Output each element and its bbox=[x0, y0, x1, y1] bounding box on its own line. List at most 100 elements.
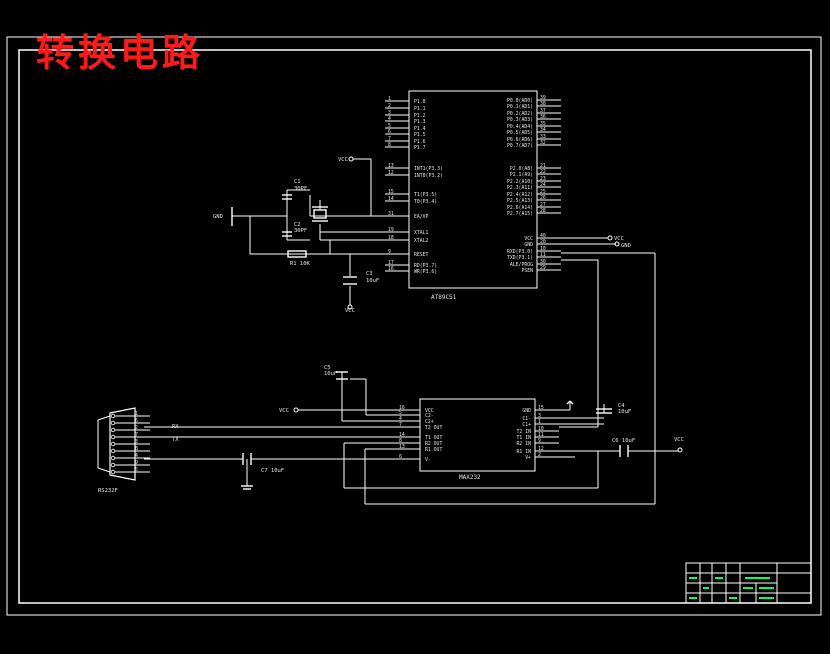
max232-pin-number: 11 bbox=[538, 432, 544, 438]
mcu-pin-label: P0.3(AD3) bbox=[507, 117, 533, 123]
mcu-pin-label: P1.7 bbox=[414, 145, 426, 151]
mcu-pin-label: RD(P3.7) bbox=[414, 263, 437, 269]
mcu-pin-number: 2 bbox=[388, 103, 391, 109]
mcu-pin-label: P0.2(AD2) bbox=[507, 111, 533, 117]
mcu-pin-number: 38 bbox=[540, 101, 546, 107]
max232-pin-label: VCC bbox=[425, 408, 434, 414]
mcu-pin-number: 40 bbox=[540, 233, 546, 239]
mcu-pin-label: P2.5(A13) bbox=[507, 198, 533, 204]
title-block bbox=[685, 562, 812, 604]
mcu-pin-label: T0(P3.4) bbox=[414, 199, 437, 205]
mcu-pin-label: P2.1(A9) bbox=[510, 172, 533, 178]
max232-pin-label: T1 OUT bbox=[425, 435, 442, 441]
db9-pin-socket bbox=[110, 462, 116, 468]
max232-pin-number: 7 bbox=[399, 422, 402, 428]
rx-label: RX bbox=[172, 424, 179, 430]
mcu-pin-number: 4 bbox=[388, 116, 391, 122]
c4-value: 10uF bbox=[618, 409, 631, 415]
mcu-pin-number: 25 bbox=[540, 189, 546, 195]
max232-pin-number: 3 bbox=[538, 413, 541, 419]
max232-pin-number: 10 bbox=[538, 426, 544, 432]
mcu-pin-number: 35 bbox=[540, 121, 546, 127]
mcu-pin-label: P1.0 bbox=[414, 99, 426, 105]
mcu-pin-number: 9 bbox=[388, 249, 391, 255]
mcu-pin-label: P2.0(A8) bbox=[510, 166, 533, 172]
max232-pin-label: C1- bbox=[522, 416, 531, 422]
wires bbox=[144, 158, 679, 505]
mcu-pin-number: 3 bbox=[388, 110, 391, 116]
mcu-pin-number: 16 bbox=[388, 266, 394, 272]
mcu-pin-label: P1.3 bbox=[414, 119, 426, 125]
mcu-pin-number: 8 bbox=[388, 142, 391, 148]
mcu-pin-number: 37 bbox=[540, 108, 546, 114]
max232-pin-number: 2 bbox=[538, 452, 541, 458]
mcu-pin-label: P1.2 bbox=[414, 113, 426, 119]
r1-label: R1 10K bbox=[290, 261, 311, 267]
max232-pin-number: 1 bbox=[538, 419, 541, 425]
db9-pin-number: 7 bbox=[135, 432, 138, 438]
mcu-pin-number: 6 bbox=[388, 129, 391, 135]
mcu-pin-label: P1.6 bbox=[414, 139, 426, 145]
max232-pin-label: R1 IN bbox=[517, 449, 532, 455]
c5-label: C5 bbox=[324, 365, 331, 371]
mcu-pin-number: 22 bbox=[540, 169, 546, 175]
tx-label: TX bbox=[172, 437, 179, 443]
mcu-pin-number: 21 bbox=[540, 163, 546, 169]
mcu-pin-label: P1.1 bbox=[414, 106, 426, 112]
c3-value: 10uF bbox=[366, 278, 379, 284]
c2-value: 30PF bbox=[294, 228, 307, 234]
passives bbox=[231, 194, 629, 490]
max232-pin-number: 15 bbox=[538, 405, 544, 411]
schematic-labels: VCC GND C1 30PF C2 30PF R1 10K C3 10uF V… bbox=[98, 157, 684, 494]
max232-pin-number: 9 bbox=[538, 438, 541, 444]
max232-pin-label: T2 IN bbox=[517, 429, 532, 435]
mcu-pin-number: 19 bbox=[388, 227, 394, 233]
mcu-pin-label: XTAL1 bbox=[414, 230, 429, 236]
db9-pin-socket bbox=[110, 448, 116, 454]
vcc-label-max: VCC bbox=[279, 408, 289, 414]
mcu-pin-number: 20 bbox=[540, 239, 546, 245]
mcu-pin-number: 18 bbox=[388, 235, 394, 241]
mcu-pin-number: 27 bbox=[540, 202, 546, 208]
mcu-pin-label: RXD(P3.0) bbox=[507, 249, 533, 255]
max232-pin-label: V- bbox=[425, 457, 431, 463]
max232-pin-number: 13 bbox=[399, 444, 405, 450]
mcu-pin-number: 11 bbox=[540, 252, 546, 258]
max232-pin-number: 16 bbox=[399, 405, 405, 411]
db9-pin-number: 6 bbox=[135, 418, 138, 424]
mcu-pin-number: 28 bbox=[540, 208, 546, 214]
mcu-pin-label: P2.4(A12) bbox=[507, 192, 533, 198]
max232-pin-label: C1+ bbox=[522, 422, 531, 428]
max232-pin-label: V+ bbox=[525, 455, 531, 461]
max232-pin-number: 14 bbox=[399, 432, 405, 438]
mcu-pin-label: P0.6(AD6) bbox=[507, 137, 533, 143]
mcu-pin-number: 39 bbox=[540, 95, 546, 101]
db9-pin-socket bbox=[110, 434, 116, 440]
net-dots bbox=[293, 156, 683, 453]
mcu-pin-label: INT1(P3.3) bbox=[414, 166, 443, 172]
vcc-label-c6: VCC bbox=[674, 437, 684, 443]
c7-label: C7 10uF bbox=[261, 468, 284, 474]
mcu-pin-label: WR(P3.6) bbox=[414, 269, 437, 275]
mcu-pin-label: P2.3(A11) bbox=[507, 185, 533, 191]
mcu-pin-label: RESET bbox=[414, 252, 429, 258]
mcu-pin-number: 14 bbox=[388, 196, 394, 202]
mcu-left-pins: 1P1.02P1.13P1.24P1.35P1.46P1.57P1.68P1.7… bbox=[385, 96, 443, 275]
vcc-label-int1: VCC bbox=[338, 157, 348, 163]
mcu-pin-label: P2.2(A10) bbox=[507, 179, 533, 185]
mcu-pin-number: 34 bbox=[540, 127, 546, 133]
db9-pin-number: 2 bbox=[135, 425, 138, 431]
db9-pin-number: 1 bbox=[135, 411, 138, 417]
mcu-pin-number: 17 bbox=[388, 260, 394, 266]
mcu-pin-number: 5 bbox=[388, 123, 391, 129]
mcu-pin-label: TXD(P3.1) bbox=[507, 255, 533, 261]
max232-pin-label: C2- bbox=[425, 413, 434, 419]
db9-pin-number: 3 bbox=[135, 439, 138, 445]
mcu-pin-number: 33 bbox=[540, 134, 546, 140]
mcu-pin-label: ALE/PROG bbox=[510, 262, 533, 268]
mcu-pin-label: P0.4(AD4) bbox=[507, 124, 533, 130]
mcu-pin-label: P1.4 bbox=[414, 126, 426, 132]
mcu-pin-number: 10 bbox=[540, 246, 546, 252]
db9-pin-number: 8 bbox=[135, 446, 138, 452]
